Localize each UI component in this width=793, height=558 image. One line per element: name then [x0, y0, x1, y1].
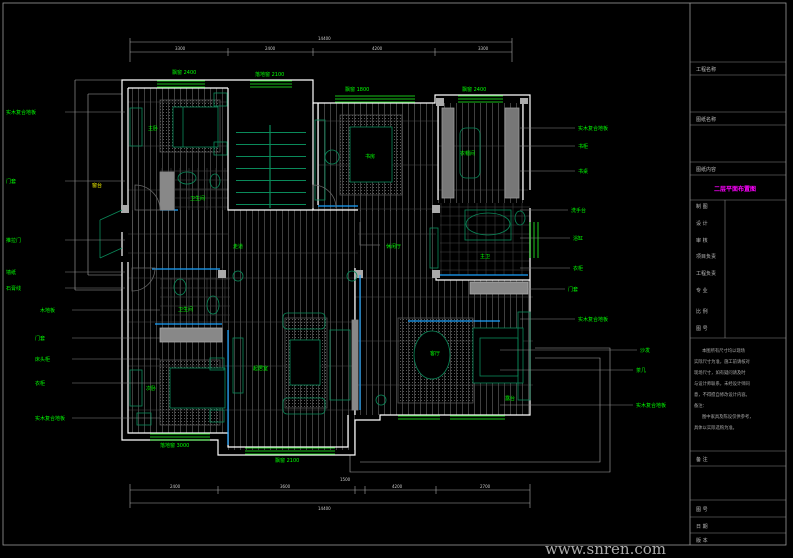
title-block: 工程名称 图纸名称 图纸内容 二层平面布置图 制 图设 计审 核项目负责工程负责…: [690, 61, 786, 544]
drawing-name-label: 图纸名称: [696, 116, 716, 123]
room-label: 衣帽间: [460, 150, 475, 157]
design-note-line: 本图所有尺寸均以现场: [702, 347, 746, 354]
wall-columns: [121, 98, 528, 278]
left-annotation: 衣柜: [35, 380, 45, 387]
room-label: 次卧: [146, 385, 156, 392]
window-label: 落地窗 3000: [160, 442, 189, 449]
left-annotation: 门套: [6, 178, 16, 185]
right-annotation: 实木复合地板: [578, 125, 608, 132]
title-row-label: 审 核: [696, 237, 708, 244]
windows: [150, 80, 539, 455]
left-annotation: 门套: [35, 335, 45, 342]
right-annotation: 浴缸: [573, 235, 583, 242]
title-row-label: 设 计: [696, 220, 708, 227]
room-label: 起居室: [253, 365, 268, 372]
dim-bottom-segment: 4200: [392, 484, 403, 489]
room-label: 书房: [365, 153, 375, 160]
glass-partitions: [152, 205, 528, 445]
room-label: 客厅: [430, 350, 440, 357]
right-annotation: 门套: [568, 286, 578, 293]
title-row-label: 项目负责: [696, 253, 716, 260]
right-annotation: 书柜: [578, 143, 588, 150]
dim-bottom-segment: 2700: [480, 484, 491, 489]
left-annotation: 木地板: [40, 307, 55, 314]
title-row-label: 专 业: [696, 287, 708, 294]
dimension-lines: [74, 38, 611, 508]
window-label: 飘窗 2100: [275, 457, 299, 464]
left-annotation: 墙纸: [6, 269, 16, 276]
design-note-line: 备注：: [694, 402, 707, 409]
dim-top-segment: 3300: [175, 46, 186, 51]
left-annotation: 石膏线: [6, 285, 21, 292]
window-label: 飘窗 2400: [462, 86, 486, 93]
design-note-line: 意，不得擅自修改设计内容。: [694, 391, 750, 398]
left-annotation: 实木复合地板: [6, 109, 36, 116]
title-row-label: 比 例: [696, 308, 708, 315]
right-annotation: 书桌: [578, 168, 588, 175]
right-annotation: 洗手台: [571, 207, 586, 214]
room-label: 主卧: [148, 125, 158, 132]
content-label: 图纸内容: [696, 166, 716, 173]
yellow-annotation: 窗台: [92, 182, 102, 189]
window-label: 飘窗 2400: [172, 69, 196, 76]
dim-bottom-total: 14400: [318, 506, 331, 511]
right-annotation: 实木复合地板: [578, 316, 608, 323]
title-row-label: 工程负责: [696, 270, 716, 277]
left-annotation: 推拉门: [6, 237, 21, 244]
dim-top-segment: 2400: [265, 46, 276, 51]
design-note-line: 现场尺寸，如有疑问请及时: [694, 369, 746, 376]
remark-label: 备 注: [696, 456, 708, 463]
design-note-line: 与设计师联系，未经设计师同: [694, 380, 750, 387]
dim-bottom-segment: 1500: [340, 477, 351, 482]
dim-top-segment: 4200: [372, 46, 383, 51]
design-note-line: 图中家具及陈设仅供参考，: [702, 413, 754, 420]
dim-bottom-segment: 3600: [280, 484, 291, 489]
drawing-title: 二层平面布置图: [714, 185, 756, 193]
dim-top-segment: 3300: [478, 46, 489, 51]
title-row-label: 图 号: [696, 326, 708, 332]
furniture: [99, 92, 531, 426]
project-name-label: 工程名称: [696, 66, 716, 73]
right-annotation: 衣柜: [573, 265, 583, 272]
room-label: 卫生间: [190, 195, 205, 202]
room-label: 露台: [505, 395, 515, 402]
right-annotation: 茶几: [636, 367, 646, 374]
sheet-frame: [2, 2, 787, 546]
sheet-label: 图 号: [696, 507, 708, 513]
version-label: 版 本: [696, 537, 708, 544]
dim-bottom-segment: 2400: [170, 484, 181, 489]
room-label: 走道: [233, 243, 243, 250]
watermark: www.snren.com: [545, 540, 666, 558]
window-label: 落地窗 2100: [255, 71, 284, 78]
date-label: 日 期: [696, 524, 708, 530]
left-annotation: 实木复合地板: [35, 415, 65, 422]
dim-top-total: 14400: [318, 36, 331, 41]
left-annotation: 床头柜: [35, 356, 50, 363]
design-note-line: 具体以实际选购为准。: [694, 424, 737, 431]
right-annotation: 沙发: [640, 347, 650, 354]
right-annotation: 实木复合地板: [636, 402, 666, 409]
room-label: 休闲厅: [386, 243, 401, 250]
window-label: 飘窗 1800: [345, 86, 369, 93]
room-label: 主卫: [480, 253, 490, 260]
design-note-line: 实际尺寸为准，施工前请核对: [694, 358, 751, 365]
title-row-label: 制 图: [696, 203, 708, 210]
room-label: 卫生间: [178, 306, 193, 313]
